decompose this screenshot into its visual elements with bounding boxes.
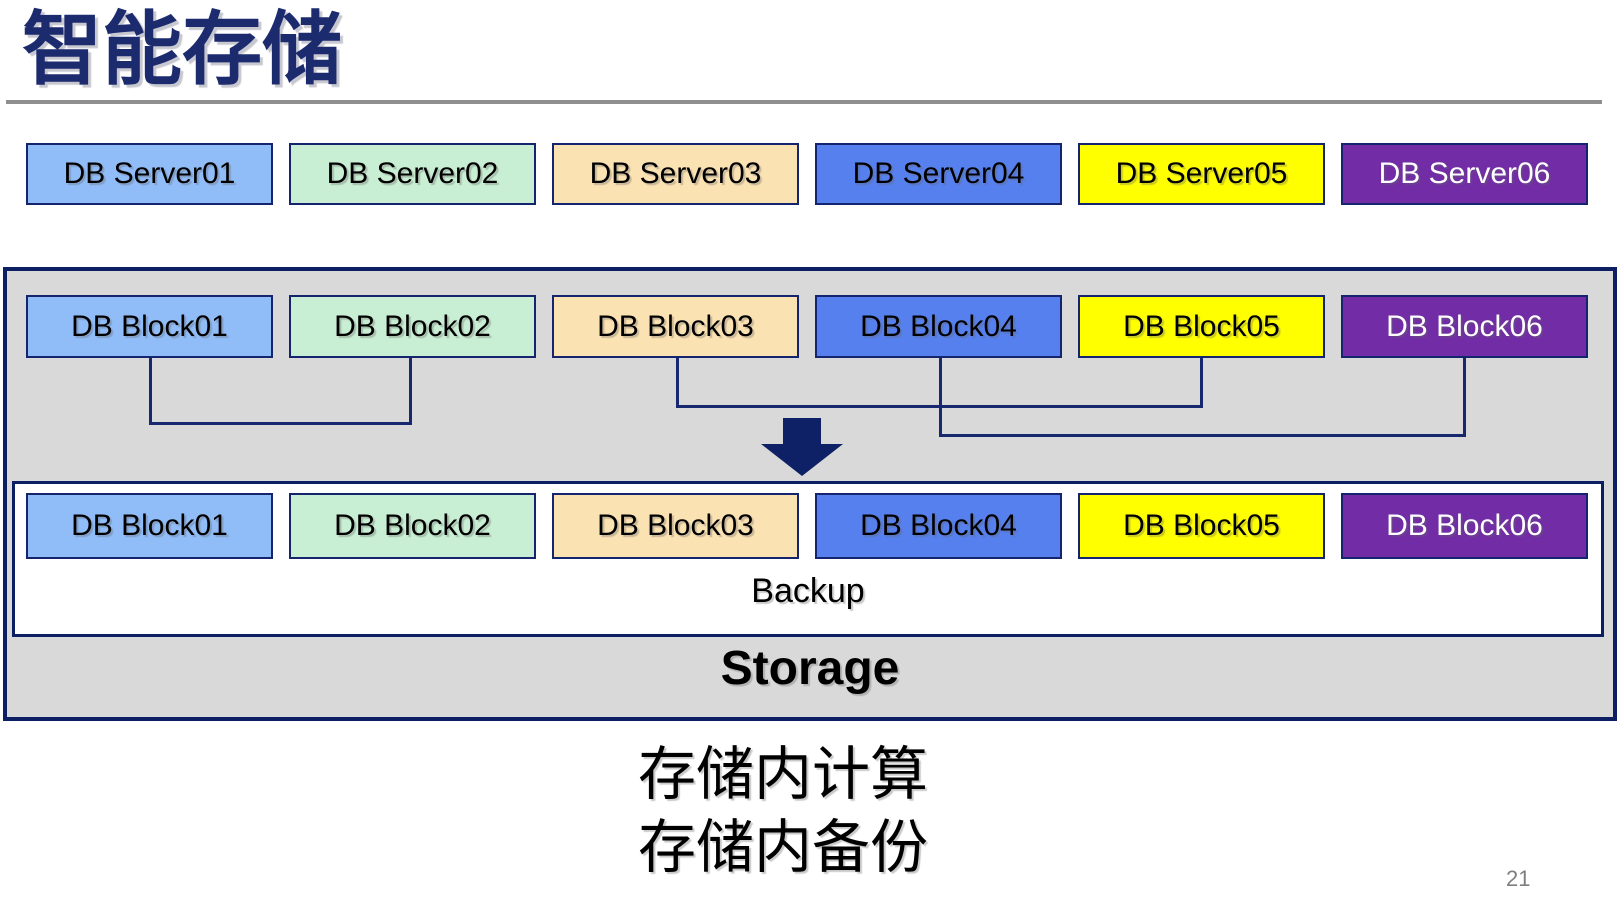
page-number: 21 bbox=[1506, 866, 1531, 891]
caption-line-2: 存储内备份 bbox=[637, 815, 928, 880]
db-server-row: DB Server01 DB Server02 DB Server03 DB S… bbox=[26, 143, 1592, 205]
db-server-02-box: DB Server02 bbox=[289, 143, 536, 205]
db-server-03-box: DB Server03 bbox=[552, 143, 799, 205]
db-block-bottom-02-box: DB Block02 bbox=[289, 493, 536, 559]
db-server-04-box: DB Server04 bbox=[815, 143, 1062, 205]
page-title: 智能存储 bbox=[22, 5, 342, 94]
title-divider bbox=[6, 100, 1602, 104]
db-block-top-05-box: DB Block05 bbox=[1078, 295, 1325, 358]
db-server-01-box: DB Server01 bbox=[26, 143, 273, 205]
db-block-bottom-06-box: DB Block06 bbox=[1341, 493, 1588, 559]
connector-block01-block02 bbox=[149, 358, 412, 425]
storage-label: Storage bbox=[720, 642, 900, 695]
db-server-05-box: DB Server05 bbox=[1078, 143, 1325, 205]
db-block-top-06-box: DB Block06 bbox=[1341, 295, 1588, 358]
storage-container: DB Block01 DB Block02 DB Block03 DB Bloc… bbox=[3, 267, 1617, 721]
db-block-row-bottom: DB Block01 DB Block02 DB Block03 DB Bloc… bbox=[26, 493, 1592, 559]
db-block-top-03-box: DB Block03 bbox=[552, 295, 799, 358]
db-block-bottom-01-box: DB Block01 bbox=[26, 493, 273, 559]
caption-line-1: 存储内计算 bbox=[637, 742, 928, 807]
down-arrow-head-icon bbox=[761, 444, 843, 476]
db-server-06-box: DB Server06 bbox=[1341, 143, 1588, 205]
db-block-top-01-box: DB Block01 bbox=[26, 295, 273, 358]
caption-block: 存储内计算 存储内备份 bbox=[0, 738, 1566, 884]
db-block-row-top: DB Block01 DB Block02 DB Block03 DB Bloc… bbox=[26, 295, 1592, 358]
db-block-bottom-05-box: DB Block05 bbox=[1078, 493, 1325, 559]
backup-box: DB Block01 DB Block02 DB Block03 DB Bloc… bbox=[12, 481, 1604, 637]
down-arrow-icon bbox=[783, 418, 821, 445]
db-block-top-04-box: DB Block04 bbox=[815, 295, 1062, 358]
backup-label: Backup bbox=[751, 572, 865, 610]
db-block-bottom-04-box: DB Block04 bbox=[815, 493, 1062, 559]
db-block-top-02-box: DB Block02 bbox=[289, 295, 536, 358]
db-block-bottom-03-box: DB Block03 bbox=[552, 493, 799, 559]
connector-block04-block06 bbox=[939, 358, 1466, 437]
